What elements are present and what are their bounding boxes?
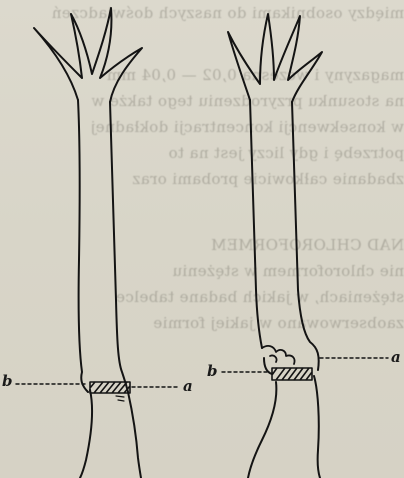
- right-polyp: [222, 14, 388, 478]
- right-polyp-foot: [314, 376, 320, 478]
- left-label-a: a: [183, 377, 193, 395]
- right-polyp-body: [292, 102, 319, 370]
- left-hatched-region: [90, 382, 130, 393]
- right-hatched-region: [272, 368, 312, 380]
- left-polyp-foot: [80, 390, 92, 478]
- left-polyp: [34, 8, 178, 478]
- left-polyp-body: [110, 102, 128, 392]
- left-label-b: b: [2, 372, 13, 390]
- left-polyp-body: [78, 100, 88, 392]
- right-label-b: b: [207, 362, 218, 380]
- right-polyp-body: [250, 100, 262, 348]
- right-polyp-foot: [248, 382, 276, 478]
- right-polyp-tentacles: [228, 14, 322, 102]
- right-polyp-frill: [262, 346, 295, 364]
- left-small-marks: [116, 396, 124, 401]
- right-label-a: a: [391, 348, 401, 366]
- left-polyp-foot: [128, 392, 141, 478]
- left-polyp-tentacles: [34, 8, 142, 102]
